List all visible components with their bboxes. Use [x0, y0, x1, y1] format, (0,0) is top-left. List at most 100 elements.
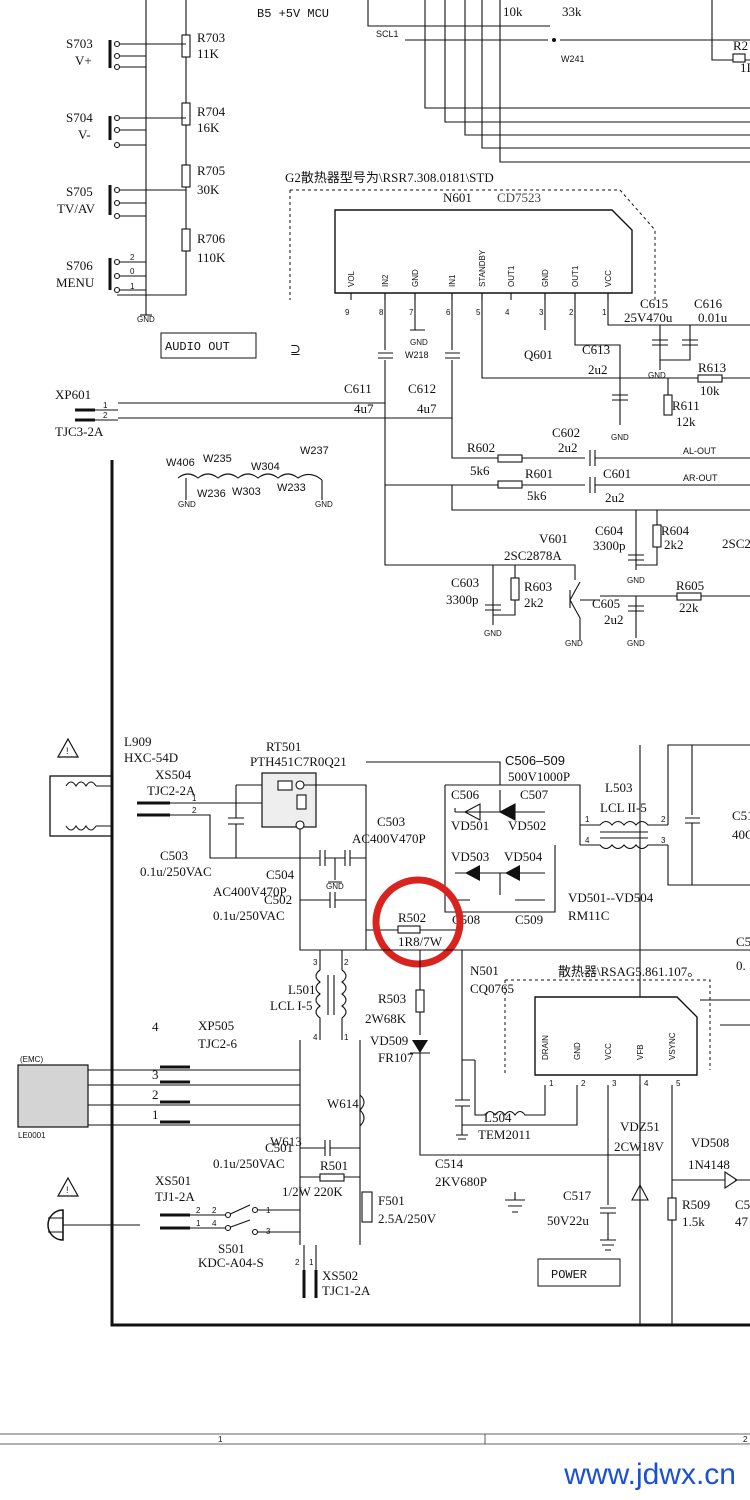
switch-s703: S703 V+: [66, 36, 186, 71]
gnd-c604: GND: [627, 576, 645, 585]
r703-value: 11K: [197, 46, 220, 61]
c51-partial: C51: [732, 808, 750, 823]
f501-ref: F501: [378, 1193, 405, 1208]
r603-ref: R603: [524, 579, 552, 594]
r704-label: R704: [197, 104, 226, 119]
emc-label: (EMC): [20, 1055, 43, 1064]
r613-value: 10k: [700, 383, 720, 398]
n501-pin-num-3: 3: [612, 1079, 617, 1088]
res-10k-label: 10k: [503, 4, 523, 19]
c501-value: 0.1u/250VAC: [213, 1156, 285, 1171]
s704-ref: S704: [66, 110, 93, 125]
scl1-label: SCL1: [376, 29, 399, 39]
w614-label: W614: [327, 1096, 359, 1111]
rt501-ref: RT501: [266, 739, 301, 754]
vd508-ref: VD508: [691, 1135, 729, 1150]
r2-val-partial: 1I: [740, 60, 750, 75]
gnd-pin7: GND: [410, 338, 428, 347]
l501-pin4: 4: [313, 1033, 318, 1042]
sc2-partial: 2SC2: [722, 536, 750, 551]
xp505-ref: XP505: [198, 1018, 234, 1033]
jumper-group: W406 W235 W304 W237 W236 W303 W233 GND G…: [166, 445, 333, 509]
n501-pin-num-2: 2: [581, 1079, 586, 1088]
s703-name: V+: [75, 53, 92, 68]
res-33k-label: 33k: [562, 4, 582, 19]
key-switch-section: R703 11K R704 16K R705 30K R706 110K S70…: [56, 0, 226, 324]
s705-ref: S705: [66, 184, 93, 199]
heatsink2-note: 散热器\RSAG5.861.107。: [558, 964, 700, 979]
xp505-pin1: 1: [152, 1107, 159, 1122]
n601-pin-name-2: OUT1: [571, 265, 580, 287]
c616-value: 0.01u: [698, 310, 728, 325]
l503-pin2: 2: [661, 815, 666, 824]
s501-pin4: 4: [212, 1219, 217, 1228]
c612-ref: C612: [408, 381, 436, 396]
vd-part: RM11C: [568, 908, 609, 923]
c612-value: 4u7: [417, 401, 437, 416]
n601-pin-num-6: 6: [446, 308, 451, 317]
w235-label: W235: [203, 453, 232, 465]
title-block: 1 2: [0, 1433, 750, 1445]
vd508-part: 1N4148: [688, 1157, 730, 1172]
s706-name: MENU: [56, 275, 95, 290]
r503-ref: R503: [378, 991, 406, 1006]
c517-ref: C517: [563, 1188, 592, 1203]
l503-pin4: 4: [585, 836, 590, 845]
mcu-label: B5 +5V MCU: [257, 7, 329, 21]
c613-value: 2u2: [588, 362, 608, 377]
n601-pin-name-4: OUT1: [507, 265, 516, 287]
l503-part: LCL II-5: [600, 800, 647, 815]
top-fragment: B5 +5V MCU 10k 33k SCL1 W241 R2 1I: [257, 0, 750, 163]
n501-pin-name-5: VSYNC: [668, 1032, 677, 1060]
w233-label: W233: [277, 482, 306, 494]
r611-value: 12k: [676, 414, 696, 429]
warning-icon-2: [56, 1176, 80, 1197]
n601-ref: N601: [443, 190, 472, 205]
audio-amplifier-section: G2散热器型号为\RSR7.308.0181\STD N601 CD7523 V…: [55, 170, 750, 648]
n501-pin-5: VSYNC 5: [668, 1032, 681, 1088]
c615-ref: C615: [640, 296, 668, 311]
gnd-v601: GND: [565, 639, 583, 648]
c504-ref: C504: [266, 867, 295, 882]
s501-pin1: 1: [266, 1206, 271, 1215]
c604-value: 3300p: [593, 538, 626, 553]
warning-icon: [56, 737, 80, 758]
n501-pin-name-3: VCC: [604, 1043, 613, 1060]
w241-label: W241: [561, 54, 585, 64]
c616-ref: C616: [694, 296, 723, 311]
xs502-pin2: 2: [295, 1258, 300, 1267]
c611-value: 4u7: [354, 401, 374, 416]
n501-pin-name-1: DRAIN: [541, 1035, 550, 1060]
switch-s705: S705 TV/AV: [57, 184, 186, 220]
r613-ref: R613: [698, 360, 726, 375]
c502-ref: C502: [264, 892, 292, 907]
r604-value: 2k2: [664, 537, 684, 552]
c51-val-partial: 40C: [732, 827, 750, 842]
c507-ref: C507: [520, 787, 549, 802]
l504-part: TEM2011: [478, 1127, 531, 1142]
r502-resistor: [397, 925, 421, 934]
plug-icon: [47, 1209, 64, 1241]
s706-pin-c: 1: [130, 282, 135, 291]
c602-ref: C602: [552, 425, 580, 440]
xs504-type: TJC2-2A: [147, 783, 196, 798]
s704-name: V-: [78, 127, 91, 142]
n501-pin-num-5: 5: [676, 1079, 681, 1088]
n601-pin-name-3: GND: [541, 269, 550, 287]
xp601-ref: XP601: [55, 387, 91, 402]
s501-pin3: 3: [266, 1227, 271, 1236]
vd-note: VD501--VD504: [568, 890, 654, 905]
n601-pin-name-7: GND: [411, 269, 420, 287]
c601-ref: C601: [603, 466, 631, 481]
gnd-c605: GND: [627, 639, 645, 648]
xs502-pin1: 1: [309, 1258, 314, 1267]
n501-part: CQ0765: [470, 981, 514, 996]
gnd-c615: GND: [648, 371, 666, 380]
s706-pin-a: 2: [130, 253, 135, 262]
c517-value: 50V22u: [547, 1213, 589, 1228]
c5-val-partial: 0.: [736, 958, 746, 973]
xs504-pin1: 1: [192, 794, 197, 803]
xs502-type: TJC1-2A: [322, 1283, 371, 1298]
c611-ref: C611: [344, 381, 372, 396]
